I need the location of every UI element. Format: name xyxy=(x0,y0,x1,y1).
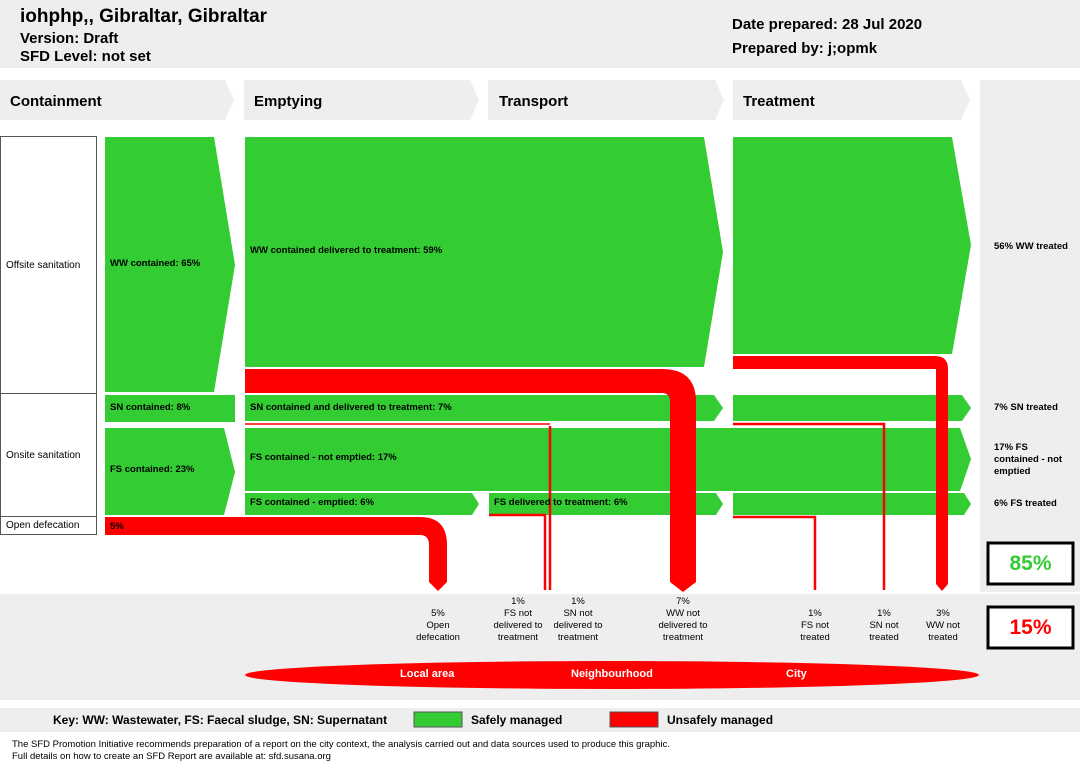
flow-ww-not-delivered xyxy=(245,369,696,592)
footer-note-1: The SFD Promotion Initiative recommends … xyxy=(12,739,670,750)
loss-fs-not-treated: 1% FS not treated xyxy=(789,608,841,644)
area-scale-ellipse xyxy=(245,661,979,689)
flow-sn-not-treated xyxy=(733,422,886,590)
flow-fs-not-emptied xyxy=(245,428,971,491)
outcome-fs-treated: 6% FS treated xyxy=(994,498,1057,509)
stage-label-treatment: Treatment xyxy=(743,93,815,110)
loss-sn-not-treated: 1% SN not treated xyxy=(858,608,910,644)
flow-sn-contained xyxy=(105,395,235,422)
summary-safe-box xyxy=(986,541,1075,586)
sfd-level-text: SFD Level: not set xyxy=(20,48,151,65)
page-title: iohphp,, Gibraltar, Gibraltar xyxy=(20,6,268,27)
loss-ww-not-delivered: 7% WW not delivered to treatment xyxy=(655,596,711,644)
label-fs-not-emptied: FS contained - not emptied: 17% xyxy=(250,452,397,463)
loss-text: SN not delivered to treatment xyxy=(553,608,603,643)
row-label-open: Open defecation xyxy=(6,520,80,531)
prepared-by-text: Prepared by: j;opmk xyxy=(732,40,878,57)
loss-text: Open defecation xyxy=(416,620,460,643)
version-text: Version: Draft xyxy=(20,30,119,47)
loss-pct: 1% xyxy=(877,608,891,619)
stage-arrow-transport xyxy=(488,80,724,120)
flow-ww-treated xyxy=(733,137,971,354)
loss-pct: 1% xyxy=(511,596,525,607)
label-sn-contained: SN contained: 8% xyxy=(110,402,191,413)
key-legend-text: Key: WW: Wastewater, FS: Faecal sludge, … xyxy=(53,713,388,727)
loss-pct: 1% xyxy=(808,608,822,619)
label-fs-delivered: FS delivered to treatment: 6% xyxy=(494,497,628,508)
loss-text: WW not treated xyxy=(926,620,960,643)
loss-pct: 7% xyxy=(676,596,690,607)
flow-fs-emptied xyxy=(245,493,479,515)
key-unsafe-label: Unsafely managed xyxy=(667,713,774,727)
summary-unsafe-box xyxy=(986,605,1075,650)
loss-fs-not-delivered: 1% FS not delivered to treatment xyxy=(490,596,546,644)
loss-open-defecation: 5% Open defecation xyxy=(404,608,472,644)
stage-label-transport: Transport xyxy=(499,93,569,110)
key-safe-swatch xyxy=(413,711,463,728)
loss-text: FS not treated xyxy=(800,620,830,643)
stage-label-emptying: Emptying xyxy=(254,93,323,110)
flow-fs-contained xyxy=(105,428,235,515)
area-local: Local area xyxy=(400,668,455,680)
flow-ww-contained xyxy=(105,137,235,392)
label-ww-delivered: WW contained delivered to treatment: 59% xyxy=(250,245,443,256)
stage-arrow-treatment xyxy=(733,80,970,120)
flow-open-defecation xyxy=(105,517,447,591)
loss-pct: 1% xyxy=(571,596,585,607)
loss-sn-not-delivered: 1% SN not delivered to treatment xyxy=(550,596,606,644)
loss-ww-not-treated: 3% WW not treated xyxy=(916,608,970,644)
label-open-defecation: 5% xyxy=(110,521,124,532)
flow-fs-delivered xyxy=(489,493,723,515)
outcome-column xyxy=(980,80,1080,592)
outcome-sn-treated: 7% SN treated xyxy=(994,402,1058,413)
stage-arrow-emptying xyxy=(244,80,479,120)
footer-note-2: Full details on how to create an SFD Rep… xyxy=(12,751,331,762)
loss-text: WW not delivered to treatment xyxy=(658,608,708,643)
loss-text: FS not delivered to treatment xyxy=(493,608,543,643)
row-box-offsite xyxy=(0,136,97,394)
flow-sn-treated xyxy=(733,395,971,421)
flow-fs-treated xyxy=(733,493,971,515)
date-prepared-text: Date prepared: 28 Jul 2020 xyxy=(732,16,923,33)
flow-fs-not-delivered xyxy=(489,513,547,590)
stage-arrow-containment xyxy=(0,80,234,120)
key-safe-label: Safely managed xyxy=(471,713,563,727)
row-box-onsite xyxy=(0,393,97,517)
summary-safe-value: 85% xyxy=(1009,552,1052,575)
label-fs-emptied: FS contained - emptied: 6% xyxy=(250,497,375,508)
row-label-offsite: Offsite sanitation xyxy=(6,260,81,271)
key-unsafe-swatch xyxy=(609,711,659,728)
summary-unsafe-value: 15% xyxy=(1009,616,1052,639)
row-label-onsite: Onsite sanitation xyxy=(6,450,81,461)
row-box-open xyxy=(0,516,97,535)
label-fs-contained: FS contained: 23% xyxy=(110,464,195,475)
flow-sn-delivered xyxy=(245,395,723,421)
flow-fs-not-treated xyxy=(733,515,817,590)
loss-pct: 5% xyxy=(431,608,445,619)
header-panel xyxy=(0,0,1080,68)
outcome-fs-not-emptied: 17% FS contained - not emptied xyxy=(994,442,1063,477)
stage-label-containment: Containment xyxy=(10,93,102,110)
label-ww-contained: WW contained: 65% xyxy=(110,258,201,269)
flow-ww-delivered xyxy=(245,137,723,367)
outcome-ww-treated: 56% WW treated xyxy=(994,241,1068,252)
loss-text: SN not treated xyxy=(869,620,899,643)
area-city: City xyxy=(786,668,807,680)
loss-pct: 3% xyxy=(936,608,950,619)
label-sn-delivered: SN contained and delivered to treatment:… xyxy=(250,402,452,413)
area-neighbourhood: Neighbourhood xyxy=(571,668,653,680)
